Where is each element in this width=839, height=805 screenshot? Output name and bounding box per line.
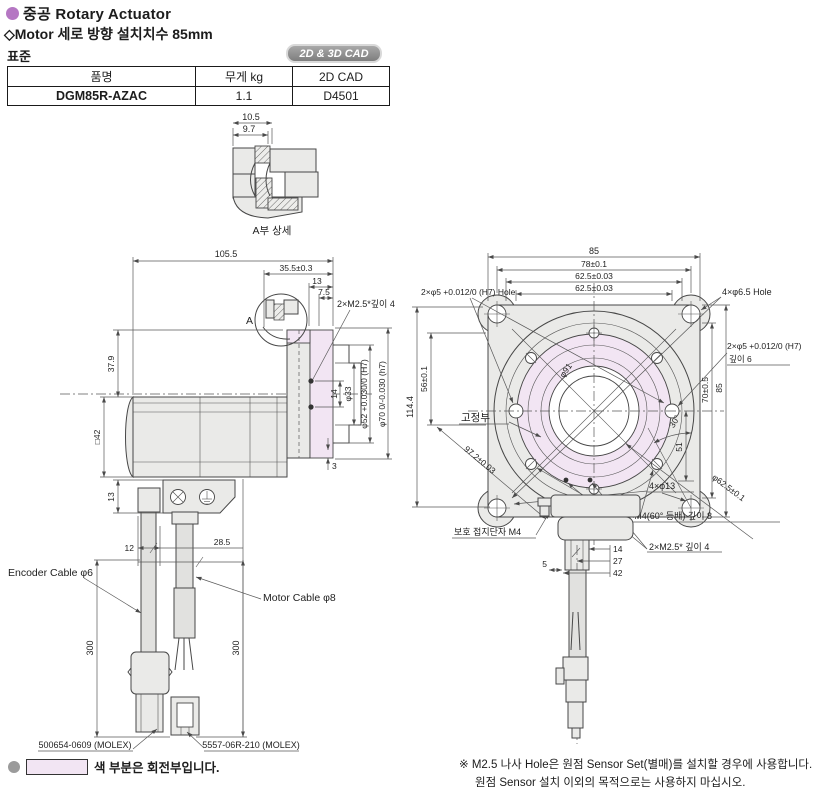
earth-terminal-label: 보호 접지단자 M4 <box>454 526 521 537</box>
dim-label: φ62.5±0.1 <box>710 472 747 503</box>
dim-label: 62.5±0.03 <box>575 271 613 281</box>
dim-label: 300 <box>85 640 95 655</box>
encoder-connector <box>130 651 170 695</box>
depth-label: 깊이 6 <box>729 354 752 364</box>
legend-note: 색 부분은 회전부입니다. <box>94 761 220 775</box>
dim-label: 114.4 <box>405 396 415 418</box>
encoder-cable-label: Encoder Cable φ6 <box>8 567 93 579</box>
dim-label: 7.5 <box>318 287 330 297</box>
motor-cable-label: Motor Cable φ8 <box>263 592 336 604</box>
dim-label: 105.5 <box>215 249 238 259</box>
flange-plate <box>286 329 311 459</box>
dim-label: 35.5±0.3 <box>279 263 312 273</box>
dim-label: 85 <box>714 383 724 393</box>
dim-label: 28.5 <box>214 537 231 547</box>
fixed-part-label: 고정부 <box>461 412 490 424</box>
footnote-line1: ※ M2.5 나사 Hole은 원점 Sensor Set(별매)를 설치할 경… <box>459 759 813 771</box>
bullet-icon <box>6 7 19 20</box>
connector-block <box>162 479 236 514</box>
detail-marker: A <box>246 315 253 327</box>
cad-badge[interactable]: 2D & 3D CAD <box>286 44 382 63</box>
page-title-row: 중공 Rotary Actuator <box>6 3 171 24</box>
holes-13-label: 4×φ13 <box>649 481 675 491</box>
legend: 색 부분은 회전부입니다. <box>8 757 219 776</box>
table-row: DGM85R-AZAC 1.1 D4501 <box>7 86 390 106</box>
footnote-line2: 원점 Sensor 설치 이외의 목적으로는 사용하지 마십시오. <box>475 777 746 789</box>
standard-label: 표준 <box>7 49 31 64</box>
m4-hole <box>525 352 663 470</box>
product-name-cell: DGM85R-AZAC <box>7 86 196 106</box>
dowel-holes-label: 2×φ5 +0.012/0 (H7) Hole <box>421 287 516 297</box>
dim-label: 85 <box>589 246 599 256</box>
dim-label: 27 <box>613 556 623 566</box>
dim-label: 13 <box>106 492 116 502</box>
dim-label: 14 <box>613 544 623 554</box>
dim-label: 3 <box>332 461 337 471</box>
dim-label: 62.5±0.03 <box>575 283 613 293</box>
m25-hole <box>308 378 314 384</box>
dowel-right-label: 2×φ5 +0.012/0 (H7) <box>727 341 802 351</box>
detail-circle-a <box>254 293 308 347</box>
bottom-connector-block <box>550 494 641 518</box>
dim-label: 78±0.1 <box>581 259 607 269</box>
dim-label: 12 <box>125 543 135 553</box>
cad-code-cell[interactable]: D4501 <box>292 86 390 106</box>
encoder-cable <box>140 511 157 661</box>
side-view: A <box>8 249 395 752</box>
dim-label: 37.9 <box>106 355 116 372</box>
table-header-row: 품명 무게 kg 2D CAD <box>7 66 390 87</box>
dim-label: 9.7 <box>243 124 256 134</box>
legend-swatch <box>26 758 88 775</box>
dim-label: 51 <box>674 442 684 452</box>
m25-label: 2×M2.5*깊이 4 <box>337 298 395 309</box>
m25-label: 2×M2.5* 깊이 4 <box>649 541 709 552</box>
dim-label: 56±0.1 <box>419 366 429 392</box>
dim-label: 5 <box>542 559 547 569</box>
dim-label: φ33 <box>343 386 353 401</box>
m25-hole <box>308 404 314 410</box>
dim-label: 42 <box>613 568 623 578</box>
dim-label: 10.5 <box>242 112 260 122</box>
detail-caption: A부 상세 <box>253 225 292 237</box>
motor-connector-label: 5557-06R-210 (MOLEX) <box>202 740 300 750</box>
dim-label: φ70 0/-0.030 (h7) <box>377 361 387 427</box>
spec-table: 품명 무게 kg 2D CAD DGM85R-AZAC 1.1 D4501 <box>7 66 390 106</box>
corner-holes-label: 4×φ6.5 Hole <box>722 287 772 297</box>
dim-label: □42 <box>92 429 102 444</box>
m4-holes-label: 6×M4(60° 등배) 깊이 8 <box>624 510 712 521</box>
motor-cable <box>175 523 194 589</box>
subtitle: ◇Motor 세로 방향 설치치수 85mm <box>4 26 213 42</box>
rotating-part <box>309 329 334 459</box>
dim-label: φ52 +0.030/0 (H7) <box>359 359 369 429</box>
page-title: 중공 Rotary Actuator <box>23 6 172 23</box>
detail-inset: 10.5 9.7 A부 상세 <box>232 112 319 237</box>
encoder-connector-label: 500654-0609 (MOLEX) <box>38 740 131 750</box>
dim-label: 300 <box>231 640 241 655</box>
legend-dot-icon <box>8 760 20 773</box>
front-view: φ91 85 78±0.1 62.5±0.03 62.5±0.03 2×φ5 +… <box>405 246 802 744</box>
dim-label: 14 <box>329 389 339 399</box>
dim-label: 13 <box>312 276 322 286</box>
motor-body <box>132 396 288 478</box>
dim-label: 70±0.5 <box>700 377 710 403</box>
